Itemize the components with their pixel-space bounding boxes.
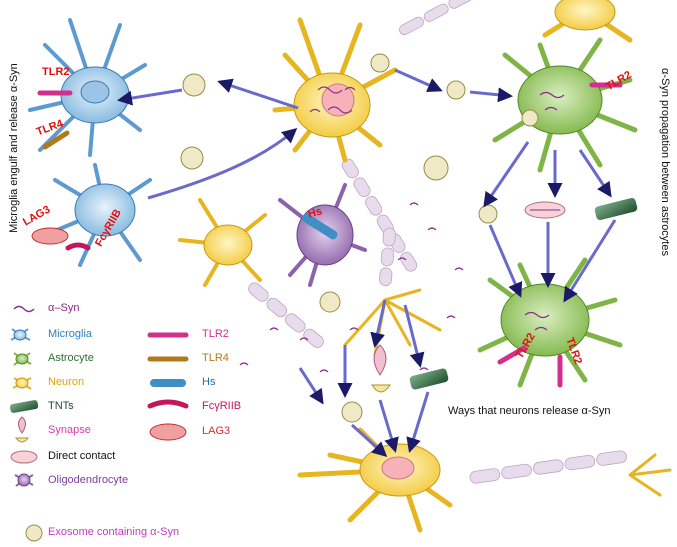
- legend-lag3: LAG3: [202, 425, 231, 437]
- neuron-left: [178, 198, 267, 287]
- legend-astrocyte: Astrocyte: [48, 352, 94, 364]
- myelin-segments: [248, 0, 627, 484]
- flow-arrows: [117, 68, 617, 458]
- legend-left-icons: [9, 305, 39, 487]
- legend-tlr4: TLR4: [202, 352, 229, 364]
- legend-fcgriib: FcγRIIB: [202, 400, 242, 412]
- direct-contact-right: [524, 201, 566, 219]
- legend-right-icons: [147, 332, 189, 441]
- neuron-top-right: [542, 0, 633, 43]
- exosomes: [25, 53, 539, 542]
- legend-tnts: TNTs: [48, 400, 74, 412]
- legend-tlr2: TLR2: [202, 328, 229, 340]
- right-side-label: α-Syn propagation between astrocytes: [659, 68, 671, 256]
- legend-neuron: Neuron: [48, 376, 85, 388]
- astrocyte-receptors: [497, 82, 623, 388]
- legend-direct-contact: Direct contact: [48, 450, 116, 462]
- neuron-top: [272, 17, 398, 163]
- legend-alpha-syn: α–Syn: [48, 302, 80, 314]
- tnt-right: [594, 197, 638, 221]
- microglia-top: [28, 18, 147, 157]
- legend-hs: Hs: [202, 376, 216, 388]
- hs-receptor-graphic: [301, 213, 338, 240]
- oligodendrocyte: [278, 183, 367, 287]
- microglia-middle: [43, 163, 152, 267]
- legend-microglia: Microglia: [48, 328, 93, 340]
- astrocyte-bottom: [477, 257, 623, 388]
- legend-exosome: Exosome containing α-Syn: [48, 526, 180, 538]
- label-microglia-tlr2: TLR2: [42, 66, 70, 78]
- microglia-receptors: [31, 90, 91, 251]
- neuron-release-caption: Ways that neurons release α-Syn: [448, 405, 611, 417]
- alpha-syn-fibrils: [239, 202, 464, 373]
- left-side-label: Microglia engulf and release α-Syn: [8, 63, 20, 233]
- tnt-mid: [409, 368, 449, 390]
- presynaptic-branches: [343, 288, 442, 357]
- astrocyte-top: [492, 37, 638, 173]
- legend-oligodendrocyte: Oligodendrocyte: [48, 474, 129, 486]
- synapse-mid: [371, 344, 391, 393]
- legend-synapse: Synapse: [48, 424, 91, 436]
